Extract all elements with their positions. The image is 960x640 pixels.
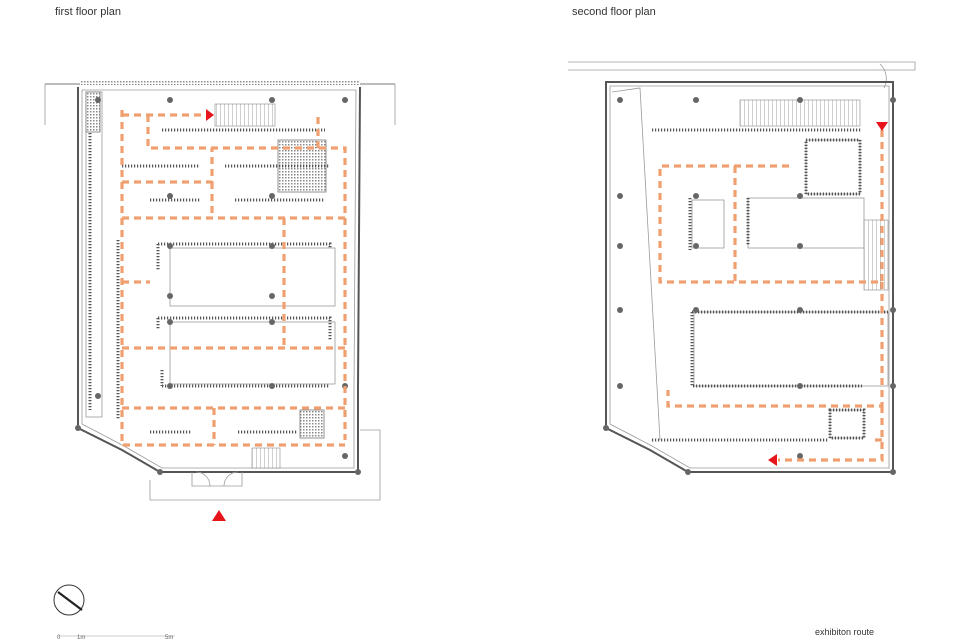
columns-second (603, 97, 896, 475)
exhibition-route-first-floor (120, 110, 347, 447)
exhibition-route-second-floor (658, 130, 884, 462)
second-floor-plan-title: second floor plan (572, 6, 656, 18)
direction-arrow-second-floor-end (768, 454, 777, 466)
room-atrium (805, 139, 861, 195)
left-service-strip (85, 91, 103, 418)
room-lower-hatched (829, 409, 865, 439)
north-arrow-icon (53, 584, 85, 616)
scale-tick-0: 0 (57, 635, 61, 640)
first-floor-plan (44, 81, 396, 521)
room-upper-right (747, 197, 865, 249)
room-upper (169, 247, 336, 307)
exterior-wall-second (605, 81, 894, 473)
main-entrance (149, 429, 381, 501)
scale-tick-2: 5m (165, 635, 173, 640)
first-floor-plan-title: first floor plan (55, 6, 122, 18)
stairs-top-second (739, 99, 861, 127)
room-lower (169, 321, 336, 385)
shaft-hatched-bottom (299, 409, 325, 439)
room-main (693, 311, 889, 387)
stairs-right-second (863, 219, 889, 291)
stairs-top (214, 103, 276, 127)
display-walls (116, 128, 332, 434)
roof-edge (568, 61, 916, 89)
exterior-wall-second-inner (609, 85, 890, 469)
legend-label: exhibiton route (815, 627, 875, 637)
scale-tick-1: 1m (77, 635, 85, 640)
site-edge (44, 81, 396, 125)
room-upper-left (691, 199, 725, 249)
second-floor-plan (568, 61, 916, 475)
left-sloped-wall (611, 87, 661, 441)
direction-arrow-second-floor-start (876, 122, 888, 131)
direction-arrow-first-floor-top (206, 109, 214, 121)
scale-bar: 0 1m 5m (57, 635, 175, 640)
display-walls-second (652, 128, 888, 442)
direction-triangle-icon (212, 510, 226, 521)
